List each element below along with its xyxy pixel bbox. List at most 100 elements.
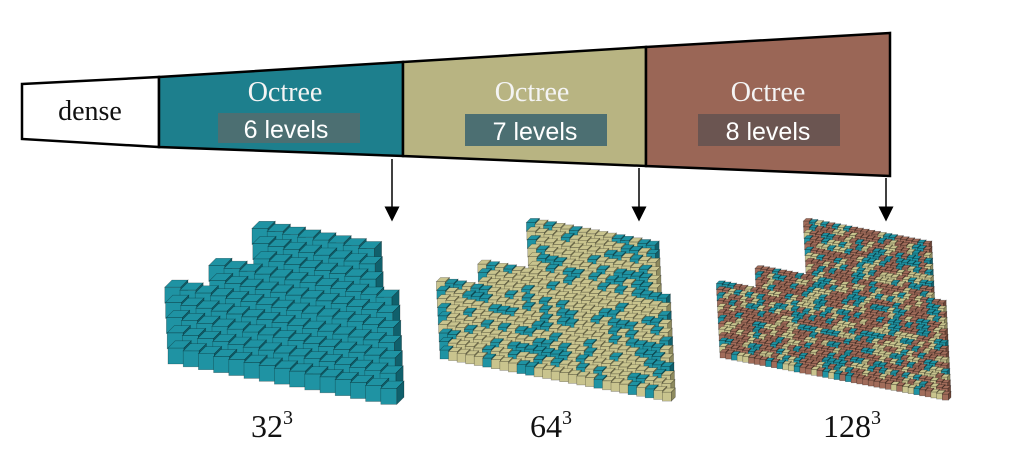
octree-7-levels: 7 levels — [493, 118, 578, 146]
voxel-front — [661, 391, 672, 402]
voxel-front — [304, 373, 322, 391]
voxel-front — [879, 381, 886, 389]
voxel-front — [602, 380, 612, 391]
voxel-side — [670, 387, 676, 402]
voxel-front — [816, 370, 824, 377]
voxel-front — [719, 351, 727, 359]
voxel-front — [856, 377, 864, 385]
voxel-car-32 — [164, 220, 405, 406]
voxel-front — [770, 361, 778, 369]
voxel-front — [653, 390, 664, 400]
voxel-car-128 — [715, 217, 952, 401]
voxel-front — [182, 350, 200, 368]
voxel-front — [822, 371, 829, 378]
voxel-front — [334, 379, 352, 396]
voxel-front — [516, 364, 527, 374]
voxel-front — [213, 356, 230, 373]
voxel-front — [810, 368, 818, 376]
voxel-front — [243, 362, 261, 379]
octree-6-title: Octree — [248, 77, 323, 108]
voxel-front — [742, 356, 750, 363]
voxel-front — [559, 372, 570, 382]
voxel-front — [350, 382, 367, 399]
voxel-front — [365, 385, 382, 402]
voxel-front — [585, 377, 595, 387]
octree-8-levels: 8 levels — [726, 118, 811, 146]
voxel-front — [902, 386, 909, 393]
voxel-front — [884, 383, 892, 390]
voxel-front — [867, 379, 875, 387]
octree-6-levels-box — [218, 113, 360, 143]
voxel-front — [941, 393, 949, 401]
voxel-front — [228, 359, 246, 376]
voxel-front — [799, 366, 807, 374]
voxel-front — [550, 370, 561, 381]
voxel-front — [731, 353, 738, 361]
voxel-front — [725, 352, 733, 360]
voxel-front — [627, 385, 638, 395]
voxel-front — [567, 373, 578, 384]
voxel-front — [793, 365, 801, 373]
voxel-front — [805, 367, 812, 375]
voxel-front — [289, 370, 306, 388]
voxel-front — [919, 389, 926, 397]
voxel-front — [896, 385, 904, 392]
voxel-front — [839, 374, 847, 381]
voxel-front — [759, 359, 767, 366]
voxel-front — [862, 378, 869, 386]
voxel-front — [542, 369, 552, 379]
voxel-car-64 — [435, 217, 677, 402]
octree-8-levels-box — [698, 114, 840, 146]
voxel-front — [258, 364, 276, 382]
voxel-front — [473, 356, 484, 366]
voxel-front — [913, 388, 921, 396]
voxel-front — [499, 361, 510, 371]
resolution-128-label: 1283 — [823, 407, 881, 444]
voxel-front — [765, 360, 772, 367]
octree-6-levels: 6 levels — [244, 116, 329, 144]
voxel-front — [890, 384, 898, 391]
voxel-front — [845, 375, 852, 383]
dense-label: dense — [58, 96, 122, 127]
voxel-front — [610, 382, 621, 392]
voxel-front — [930, 391, 938, 399]
voxel-front — [448, 351, 458, 361]
voxel-front — [525, 365, 535, 376]
voxel-front — [873, 380, 881, 388]
voxel-front — [490, 359, 501, 370]
voxel-front — [439, 349, 450, 360]
voxel-front — [736, 354, 744, 362]
voxel-side — [396, 380, 405, 406]
voxel-front — [456, 352, 467, 363]
voxel-front — [907, 387, 915, 394]
voxel-front — [508, 362, 518, 373]
voxel-front — [167, 347, 185, 365]
voxel-front — [576, 375, 587, 386]
voxel-front — [465, 354, 475, 365]
voxel-front — [593, 378, 604, 389]
voxel-front — [644, 388, 655, 399]
voxel-front — [319, 376, 337, 394]
voxel-front — [776, 362, 784, 370]
voxel-front — [198, 353, 215, 371]
voxel-front — [850, 376, 858, 384]
octree-7-title: Octree — [495, 77, 570, 108]
voxel-front — [788, 364, 795, 372]
voxel-front — [782, 363, 790, 371]
resolution-64-label: 643 — [530, 407, 572, 444]
voxel-front — [274, 367, 291, 385]
voxel-front — [827, 372, 835, 379]
octree-7-levels-box — [465, 114, 607, 146]
voxel-front — [619, 383, 629, 394]
voxel-front — [753, 358, 761, 365]
voxel-front — [636, 386, 646, 397]
voxel-front — [748, 357, 755, 364]
octree-8-title: Octree — [731, 77, 806, 108]
voxel-front — [482, 357, 493, 368]
voxel-front — [924, 390, 932, 398]
voxel-front — [533, 367, 544, 378]
voxel-front — [833, 373, 841, 380]
voxel-front — [380, 388, 398, 405]
resolution-32-label: 323 — [251, 407, 293, 444]
